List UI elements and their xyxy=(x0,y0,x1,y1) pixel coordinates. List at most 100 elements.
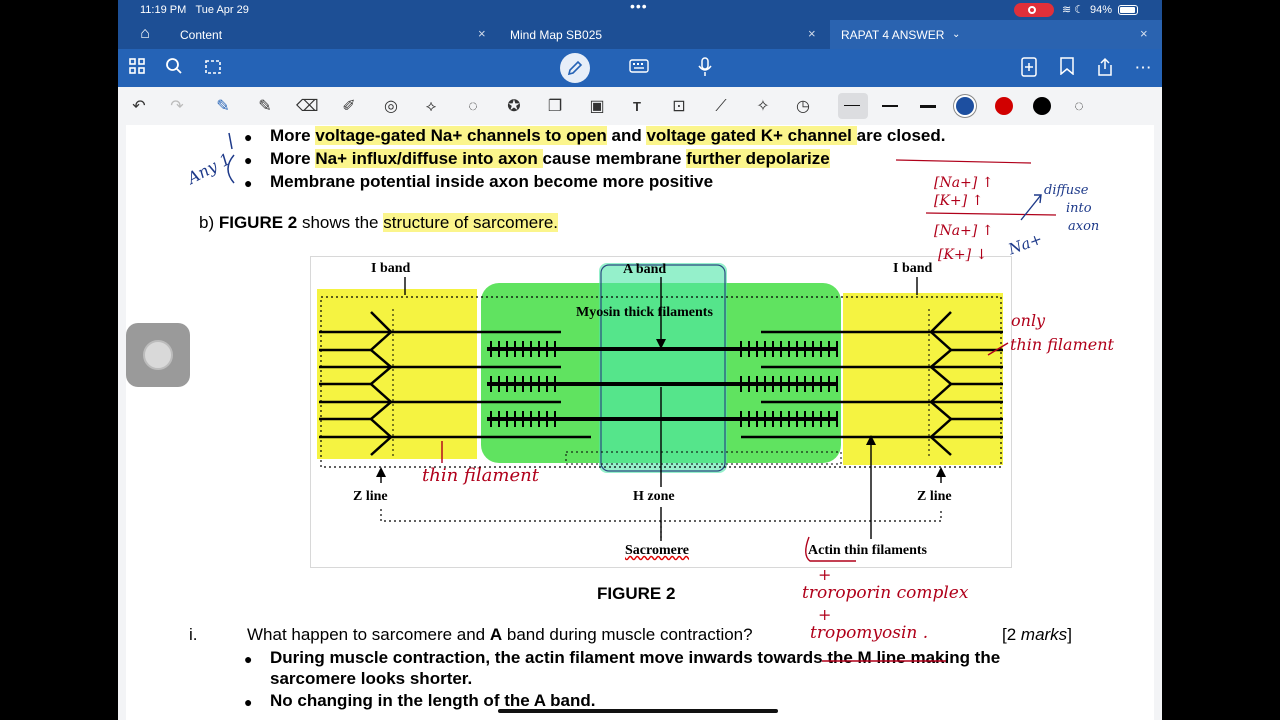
bullet-line-1: More voltage-gated Na+ channels to open … xyxy=(270,126,946,145)
keyboard-icon[interactable] xyxy=(628,57,650,79)
status-time: 11:19 PM Tue Apr 29 xyxy=(140,4,249,16)
a-band-label: A band xyxy=(623,262,667,277)
tab-label: Content xyxy=(180,28,223,42)
line-width-selected[interactable] xyxy=(838,93,868,119)
camera-icon[interactable]: ⊡ xyxy=(672,98,686,115)
bullet: ● xyxy=(244,694,253,710)
laser-pointer-icon[interactable]: ✧ xyxy=(756,98,770,115)
handwriting-any1: Any 1 xyxy=(184,149,234,188)
document-page[interactable]: ● More voltage-gated Na+ channels to ope… xyxy=(126,125,1154,720)
line-width-thick[interactable] xyxy=(920,105,936,108)
ruler-icon[interactable]: ⟋ xyxy=(715,98,727,115)
handwriting-troponin: troroporin complex xyxy=(802,583,969,603)
h-zone-label: H zone xyxy=(633,489,675,504)
clock-icon[interactable]: ◷ xyxy=(796,98,810,115)
redo-icon[interactable]: ↷ xyxy=(170,98,184,115)
actin-label: Actin thin filaments xyxy=(808,543,927,558)
sarcomere-label: Sacromere xyxy=(625,543,690,558)
tab-label: Mind Map SB025 xyxy=(510,28,603,42)
battery-icon xyxy=(1118,5,1138,15)
handwriting-k-down: [K+] ↓ xyxy=(938,247,988,263)
color-blue[interactable] xyxy=(956,97,974,115)
answer-line-2: sarcomere looks shorter. xyxy=(270,669,473,688)
bullet: ● xyxy=(244,152,253,168)
scroll-indicator[interactable] xyxy=(498,709,778,713)
app-window: 11:19 PM Tue Apr 29 ••• ≋ ☾ 94% ⌂ Conten… xyxy=(118,0,1162,720)
grid-icon[interactable] xyxy=(126,57,148,79)
bullet: ● xyxy=(244,651,253,667)
color-picker-icon[interactable]: ◌ xyxy=(1074,98,1084,115)
i-band-left-label: I band xyxy=(371,261,411,276)
share-icon[interactable] xyxy=(1094,57,1116,79)
answer-line-3: No changing in the length of the A band. xyxy=(270,691,596,710)
screen-record-icon[interactable] xyxy=(1014,3,1054,17)
color-red[interactable] xyxy=(995,97,1013,115)
sarcomere-diagram xyxy=(317,263,1003,541)
magic-pen-icon[interactable]: ✎ xyxy=(216,98,230,115)
drawing-toolbar: ↶ ↷ ✎ ✎ ⌫ ✐ ◎ ⟡ ◌ ✪ ❐ ▣ T ⊡ ⟋ ✧ ◷ ◌ xyxy=(118,87,1162,126)
line-width-thin[interactable] xyxy=(844,105,860,106)
question-number: i. xyxy=(189,625,198,644)
lasso-dotted-icon[interactable]: ◌ xyxy=(468,98,478,115)
microphone-icon[interactable] xyxy=(694,57,716,79)
shape-icon[interactable]: ◎ xyxy=(384,98,398,115)
lasso-icon[interactable]: ⟡ xyxy=(425,98,437,115)
handwriting-tropomyosin: tropomyosin . xyxy=(810,623,929,643)
tab-rapat-4-answer[interactable]: RAPAT 4 ANSWER ⌄ × xyxy=(830,20,1162,49)
handwriting-na-plus: Na+ xyxy=(1005,229,1045,259)
answer-line-1: During muscle contraction, the actin fil… xyxy=(270,648,1001,667)
text-tool-icon[interactable]: T xyxy=(633,99,641,114)
highlighter-icon[interactable]: ✐ xyxy=(342,98,356,115)
status-bar: 11:19 PM Tue Apr 29 ••• ≋ ☾ 94% xyxy=(118,0,1162,20)
home-icon[interactable]: ⌂ xyxy=(140,25,150,42)
undo-icon[interactable]: ↶ xyxy=(132,98,146,115)
handwriting-into: into xyxy=(1066,201,1092,216)
multitask-dots-icon[interactable]: ••• xyxy=(630,0,648,14)
tab-mind-map[interactable]: Mind Map SB025 × xyxy=(498,20,828,49)
close-icon[interactable]: × xyxy=(808,26,816,41)
sticker-icon[interactable]: ✪ xyxy=(507,98,521,115)
assistive-touch-button[interactable] xyxy=(126,323,190,387)
handwriting-axon: axon xyxy=(1068,219,1100,234)
close-icon[interactable]: × xyxy=(1140,26,1148,41)
question-marks: [2 marks] xyxy=(1002,625,1072,644)
z-line-left-label: Z line xyxy=(353,489,388,504)
myosin-label: Myosin thick filaments xyxy=(576,305,713,320)
tab-bar: ⌂ Content × Mind Map SB025 × RAPAT 4 ANS… xyxy=(118,20,1162,49)
color-black[interactable] xyxy=(1033,97,1051,115)
question-text: What happen to sarcomere and A band duri… xyxy=(247,625,753,644)
add-page-icon[interactable] xyxy=(1018,57,1040,79)
lasso-select-icon[interactable] xyxy=(202,57,224,79)
handwriting-k-up: [K+] ↑ xyxy=(934,193,984,209)
page-margin-left xyxy=(118,125,126,720)
more-icon[interactable]: ⋯ xyxy=(1134,58,1152,77)
handwriting-diffuse: diffuse xyxy=(1044,183,1089,198)
main-toolbar: ⋯ xyxy=(118,49,1162,87)
handwriting-only: only xyxy=(1011,311,1046,330)
tab-content[interactable]: Content × xyxy=(166,20,496,49)
line-width-medium[interactable] xyxy=(882,105,898,107)
battery-percent: 94% xyxy=(1090,4,1113,16)
bullet-line-3: Membrane potential inside axon become mo… xyxy=(270,172,714,191)
handwriting-plus-2: + xyxy=(818,605,832,624)
close-icon[interactable]: × xyxy=(478,26,486,41)
bullet: ● xyxy=(244,175,253,191)
copy-icon[interactable]: ❐ xyxy=(547,98,563,115)
eraser-icon[interactable]: ⌫ xyxy=(296,98,319,115)
bullet: ● xyxy=(244,129,253,145)
wifi-moon-icon: ≋ ☾ xyxy=(1062,4,1085,16)
i-band-right-label: I band xyxy=(893,261,933,276)
image-icon[interactable]: ▣ xyxy=(589,98,605,115)
bullet-line-2: More Na+ influx/diffuse into axon cause … xyxy=(270,149,830,168)
handwriting-na-up: [Na+] ↑ xyxy=(934,175,994,191)
tab-label: RAPAT 4 ANSWER xyxy=(841,28,945,42)
pen-mode-icon[interactable] xyxy=(560,53,590,83)
chevron-down-icon[interactable]: ⌄ xyxy=(952,29,961,40)
pen-icon[interactable]: ✎ xyxy=(258,98,272,115)
figure-caption: FIGURE 2 xyxy=(597,584,676,603)
handwriting-plus-1: + xyxy=(818,565,832,584)
part-b-heading: b) FIGURE 2 shows the structure of sarco… xyxy=(199,213,559,232)
bookmark-icon[interactable] xyxy=(1056,57,1078,79)
z-line-right-label: Z line xyxy=(917,489,952,504)
search-icon[interactable] xyxy=(163,57,185,79)
